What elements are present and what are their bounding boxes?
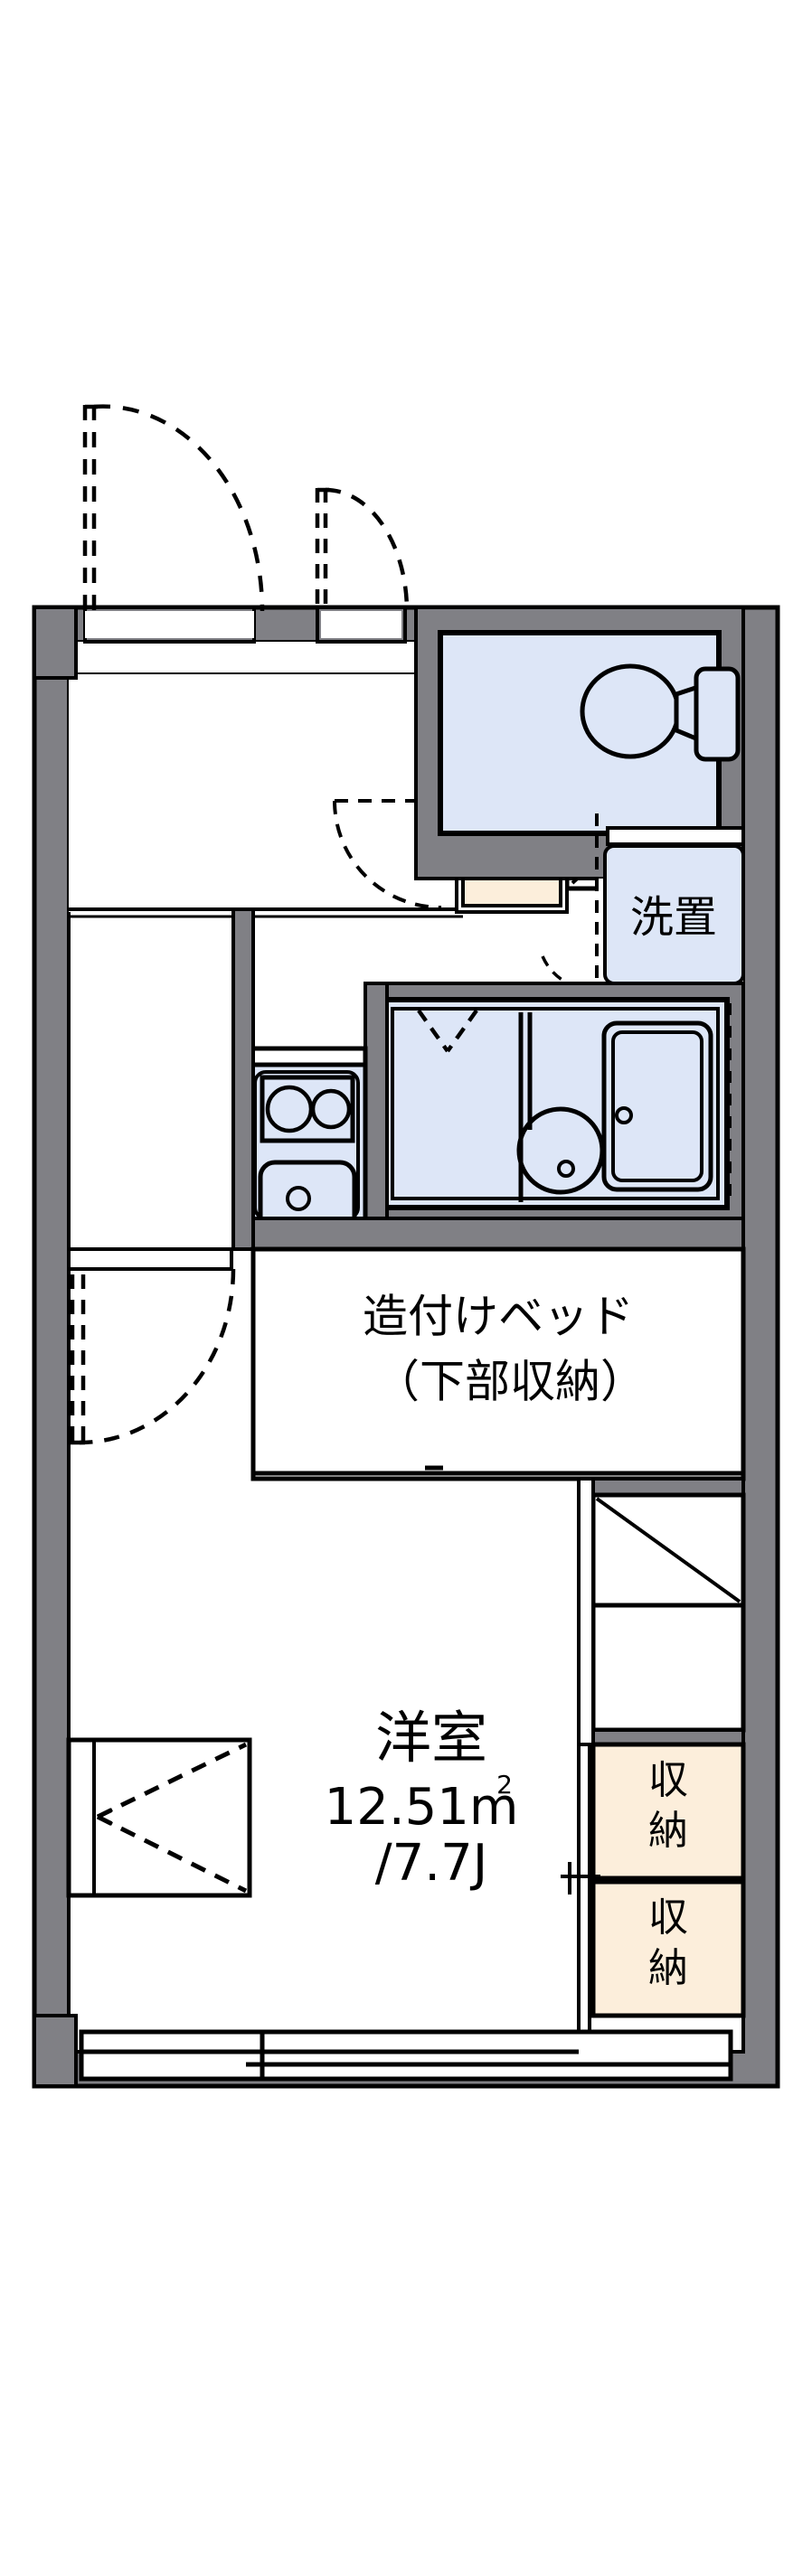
storage-door-rails bbox=[561, 1744, 600, 2052]
left-wall-closet[interactable] bbox=[66, 1737, 252, 1898]
toilet-entry-door[interactable] bbox=[315, 487, 410, 644]
room-area-label: 12.51m bbox=[325, 1778, 519, 1837]
storage-closet-lower[interactable]: 収納 bbox=[590, 1879, 746, 2018]
bed-label-line1: 造付けベッド bbox=[363, 1291, 634, 1343]
built-in-bed: 造付けベッド （下部収納） bbox=[250, 1246, 746, 1481]
room-area-superscript: 2 bbox=[496, 1770, 513, 1800]
balcony-sliding-window[interactable] bbox=[79, 2029, 733, 2082]
room-name-label: 洋室 bbox=[375, 1705, 487, 1771]
unit-bath bbox=[364, 982, 745, 1220]
washer-label: 洗置 bbox=[630, 892, 717, 943]
room-entry-door[interactable] bbox=[67, 1247, 236, 1445]
storage-lower-label-line1: 収納 bbox=[648, 1894, 688, 1991]
kitchen-unit bbox=[243, 982, 745, 1251]
bathtub-fixture bbox=[601, 1020, 713, 1192]
wall-detail-nubs bbox=[33, 606, 78, 2088]
entry-hall bbox=[69, 642, 463, 918]
toilet-fixture bbox=[580, 663, 741, 762]
storage-divider-wall bbox=[577, 1477, 595, 1746]
main-room-label: 洋室 12.51m 2 /7.7J bbox=[325, 1705, 519, 1893]
entrance-door[interactable] bbox=[82, 404, 265, 644]
storage-upper-label-line1: 収納 bbox=[648, 1757, 688, 1854]
bed-label-line2: （下部収納） bbox=[374, 1356, 646, 1408]
room-jo-label: /7.7J bbox=[375, 1834, 487, 1893]
storage-closet-upper[interactable]: 収納 bbox=[590, 1742, 746, 1881]
kitchen-hall-divider bbox=[231, 907, 255, 1251]
two-burner-stove bbox=[260, 1075, 355, 1143]
upper-storage-shelf[interactable] bbox=[582, 1477, 746, 1746]
